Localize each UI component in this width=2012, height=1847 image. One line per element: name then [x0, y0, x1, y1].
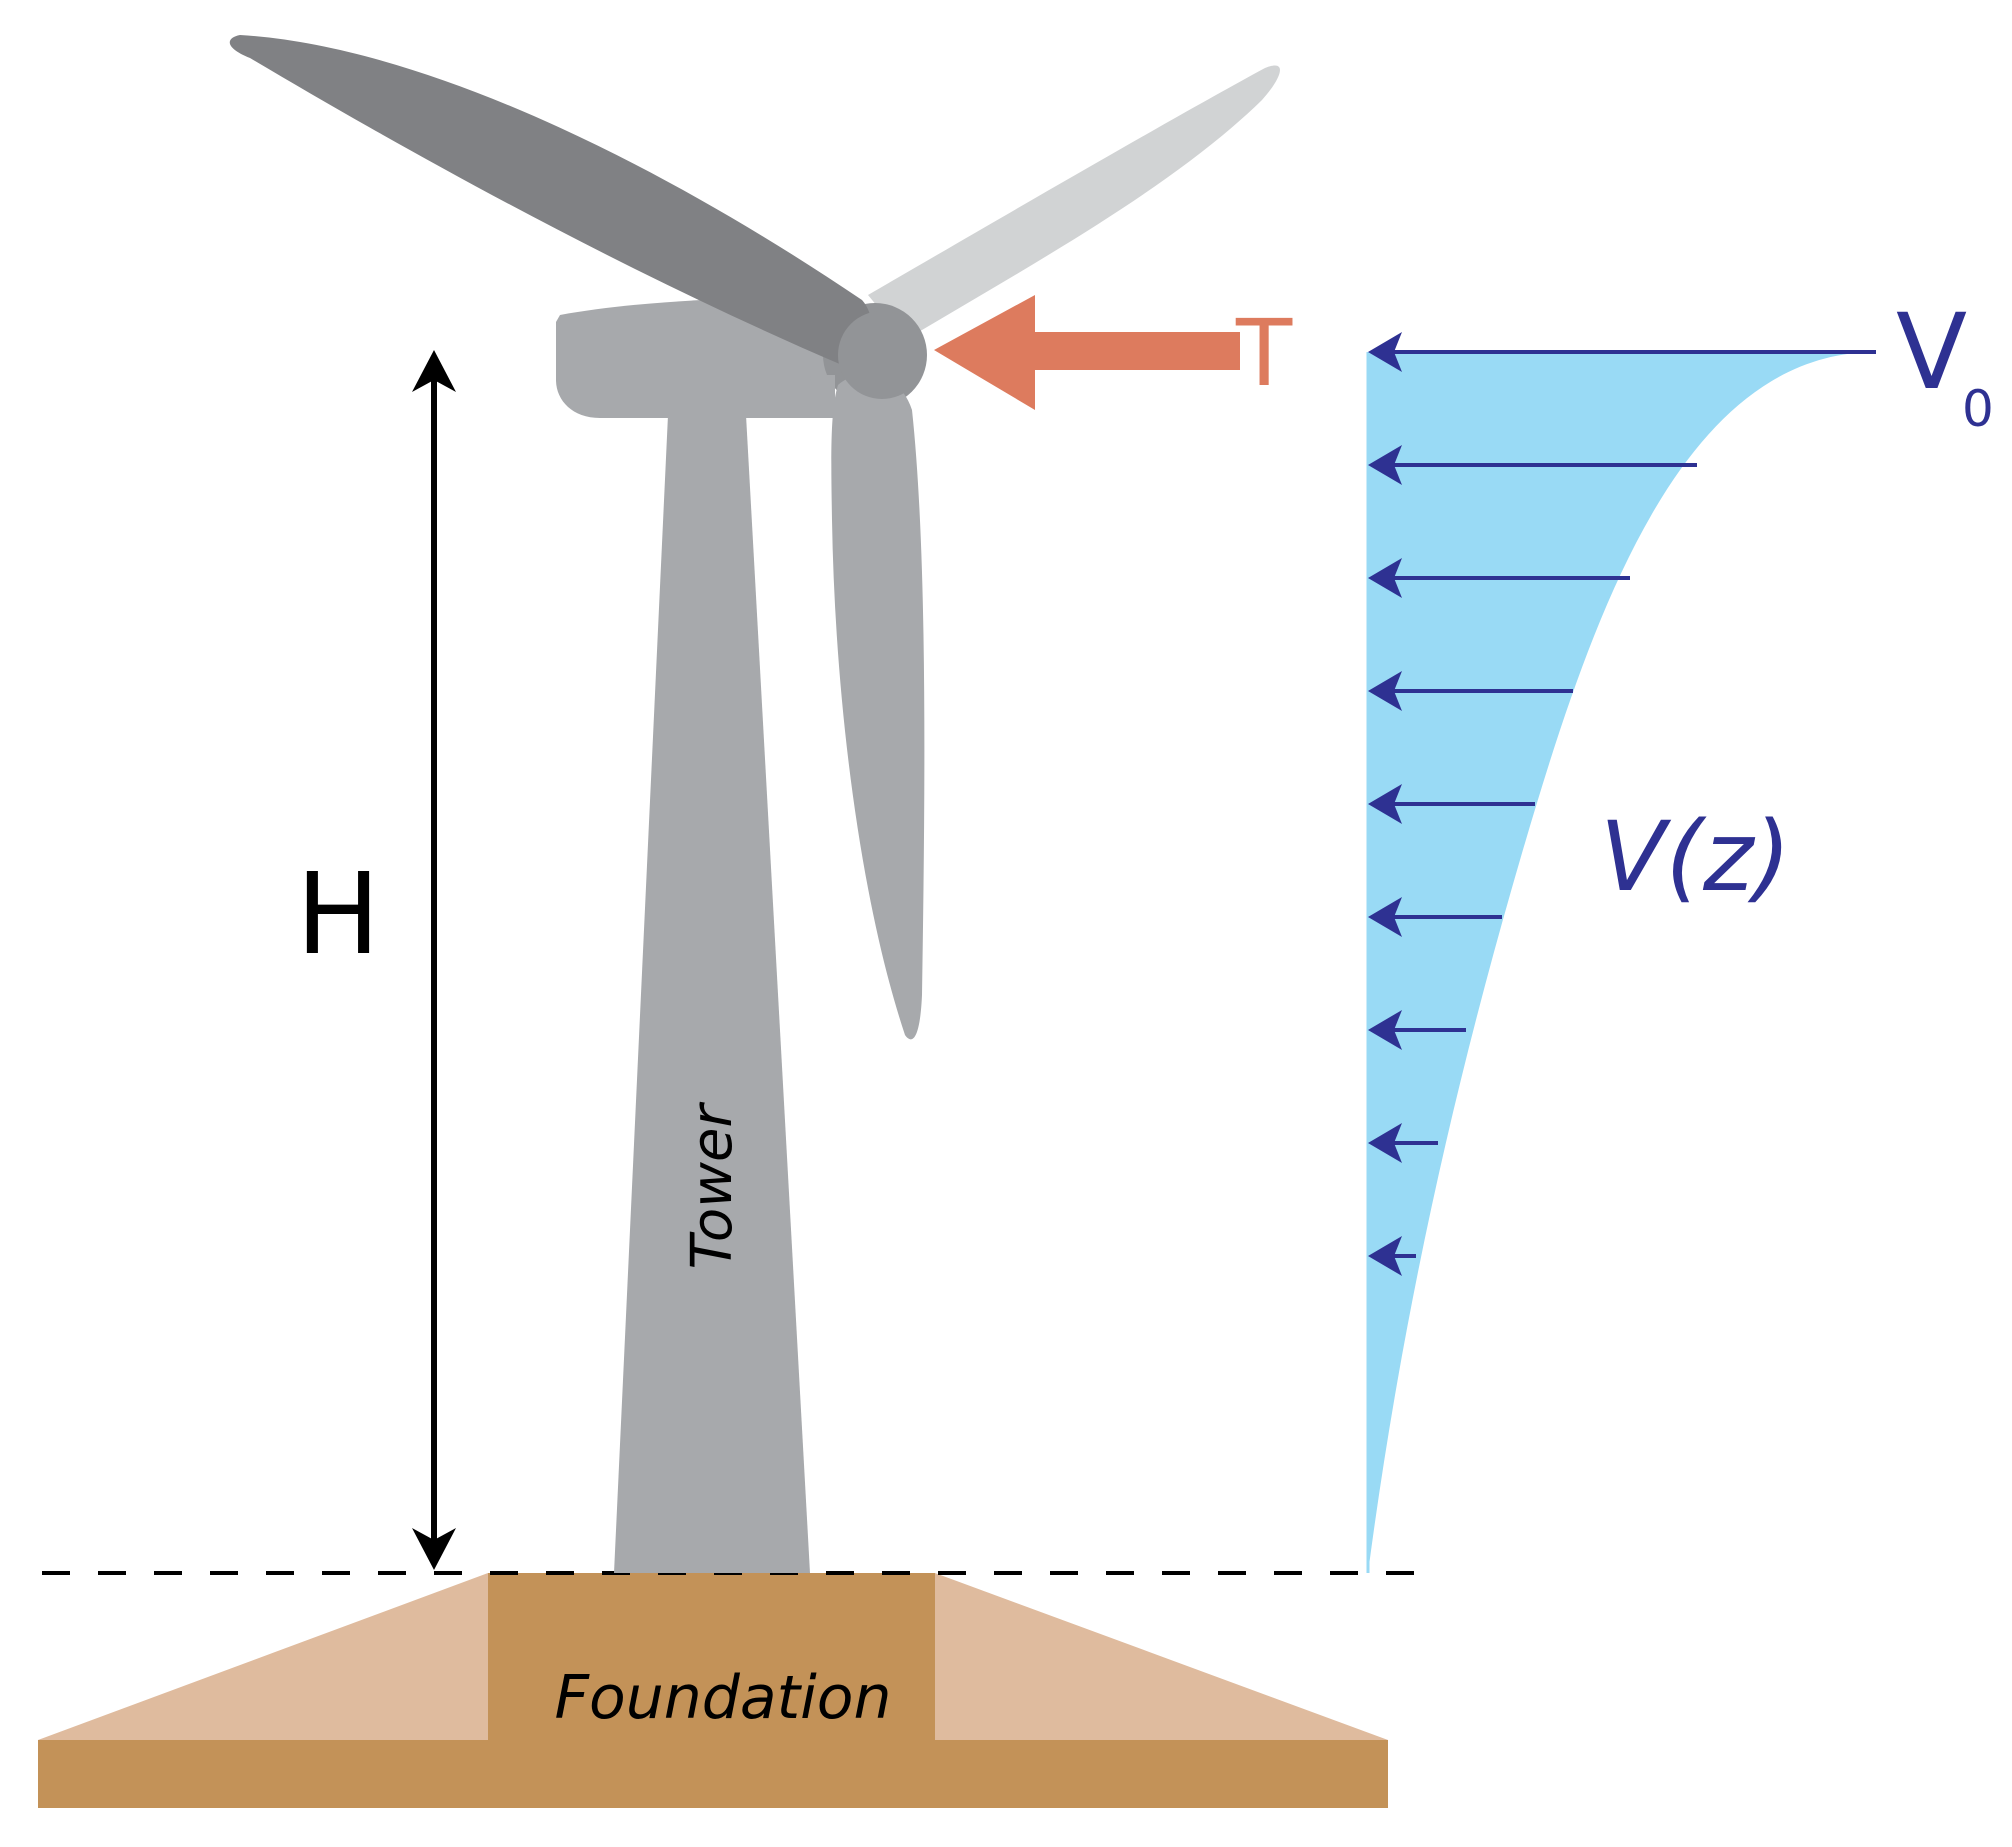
blade-upper-right	[868, 65, 1280, 341]
wind-arrowhead-6	[1368, 897, 1402, 937]
spinner-cap	[838, 311, 926, 399]
wind-arrowhead-1	[1368, 332, 1402, 372]
foundation-base	[38, 1740, 1388, 1808]
wind-arrowhead-4	[1368, 671, 1402, 711]
wind-profile: V 0 V(z)	[1366, 291, 1994, 1573]
foundation-pedestal	[488, 1573, 935, 1753]
height-arrowhead-top	[412, 350, 456, 392]
thrust-label: T	[1235, 300, 1293, 407]
foundation-slope-left	[38, 1573, 488, 1740]
wind-arrowhead-9	[1368, 1236, 1402, 1276]
wind-arrowhead-3	[1368, 558, 1402, 598]
tower-shaft	[614, 415, 810, 1573]
thrust-arrow-shape	[934, 295, 1240, 410]
wind-profile-fill	[1368, 352, 1876, 1573]
wind-top-label-subscript: 0	[1962, 380, 1994, 438]
tower: Tower	[614, 415, 810, 1573]
wind-arrowhead-2	[1368, 445, 1402, 485]
foundation: Foundation	[38, 1573, 1388, 1808]
wind-profile-label: V(z)	[1600, 801, 1791, 913]
wind-top-label-main: V	[1896, 291, 1967, 413]
height-label: H	[296, 850, 380, 980]
foundation-slope-right	[935, 1573, 1388, 1740]
thrust-arrow: T	[934, 295, 1293, 410]
blade-upper-left	[229, 35, 872, 365]
wind-arrows	[1368, 332, 1876, 1276]
wind-arrowhead-7	[1368, 1010, 1402, 1050]
foundation-label: Foundation	[554, 1663, 891, 1733]
spinner-highlight	[810, 375, 835, 418]
tower-label: Tower	[680, 1102, 745, 1270]
wind-top-label: V	[1896, 291, 1967, 413]
height-dimension: H	[296, 350, 456, 1570]
height-arrowhead-bottom	[412, 1528, 456, 1570]
wind-arrowhead-8	[1368, 1123, 1402, 1163]
blade-lower	[831, 374, 925, 1040]
wind-arrowhead-5	[1368, 784, 1402, 824]
